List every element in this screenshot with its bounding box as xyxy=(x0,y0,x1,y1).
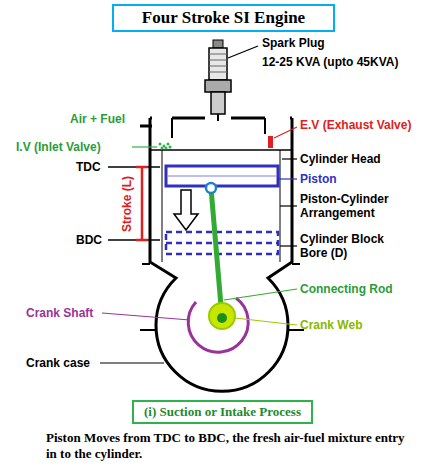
caption-note: Piston Moves from TDC to BDC, the fresh … xyxy=(46,430,406,462)
part-label: Connecting Rod xyxy=(300,282,393,296)
spark-plug xyxy=(209,66,227,67)
crank-web xyxy=(209,303,235,329)
exhaust-valve xyxy=(268,136,273,148)
leader-lines xyxy=(235,318,297,325)
stroke-bracket xyxy=(136,166,148,169)
cylinder-block xyxy=(140,118,304,391)
wrist-pin xyxy=(206,183,216,193)
inlet-valve xyxy=(161,147,164,150)
part-label: Piston-Cylinder Arrangement xyxy=(300,192,412,220)
spark-plug xyxy=(209,60,227,61)
spark-plug xyxy=(209,54,227,55)
spark-plug xyxy=(205,40,231,121)
spark-plug xyxy=(217,114,219,121)
leader-lines xyxy=(100,46,297,363)
spark-plug xyxy=(209,48,227,80)
process-title: (i) Suction or Intake Process xyxy=(134,403,311,421)
dimension-label: Stroke (L) xyxy=(120,176,134,232)
piston-bdc-position xyxy=(166,232,278,254)
part-label: I.V (Inlet Valve) xyxy=(16,140,101,154)
leader-lines xyxy=(280,205,297,206)
spark-plug xyxy=(205,80,231,92)
part-label: Crank case xyxy=(26,356,90,370)
inlet-valve xyxy=(159,143,162,146)
piston-bdc-position xyxy=(166,242,278,245)
inlet-valve xyxy=(167,143,170,146)
position-label: TDC xyxy=(76,160,101,174)
spark-plug xyxy=(213,40,223,48)
leader-lines xyxy=(278,178,297,179)
rating-label: 12-25 KVA (upto 45KVA) xyxy=(262,55,398,69)
connecting-rod xyxy=(211,188,222,318)
stroke-bracket xyxy=(136,167,148,240)
stroke-bracket xyxy=(136,239,148,242)
motion-arrow xyxy=(174,190,198,230)
leader-lines xyxy=(282,158,297,159)
leader-lines xyxy=(102,313,190,320)
dead-centre-lines xyxy=(108,239,160,241)
inlet-pipe xyxy=(140,125,152,128)
inlet-valve xyxy=(159,143,172,150)
spark-plug xyxy=(211,92,225,114)
leader-lines xyxy=(274,127,297,138)
inlet-valve xyxy=(165,147,168,150)
leader-lines xyxy=(280,245,297,246)
part-label: Piston xyxy=(300,172,337,186)
motion-arrow xyxy=(174,190,198,230)
exhaust-valve xyxy=(268,136,273,148)
piston xyxy=(166,166,278,186)
part-label: Spark Plug xyxy=(262,36,325,50)
part-label: Crank Shaft xyxy=(26,306,93,320)
inlet-pipe xyxy=(140,126,152,127)
flow-label: Air + Fuel xyxy=(70,112,125,126)
piston-bdc-position xyxy=(166,232,278,254)
stroke-bracket xyxy=(141,167,144,240)
cylinder-block xyxy=(172,118,265,138)
leader-lines xyxy=(132,146,157,147)
crank-shaft xyxy=(188,298,248,352)
dead-centre-lines xyxy=(108,166,160,168)
title: Four Stroke SI Engine xyxy=(112,4,335,32)
cylinder-block xyxy=(162,150,280,262)
process-box: (i) Suction or Intake Process xyxy=(132,400,313,424)
leader-lines xyxy=(100,362,164,363)
part-label: Crank Web xyxy=(300,318,362,332)
leader-lines xyxy=(224,289,297,300)
part-label: Cylinder Block Bore (D) xyxy=(300,232,406,260)
part-label: Cylinder Head xyxy=(300,152,381,166)
dead-centre-lines xyxy=(108,167,160,240)
crank-web xyxy=(209,303,235,329)
part-label: E.V (Exhaust Valve) xyxy=(300,118,411,132)
piston xyxy=(168,176,276,177)
position-label: BDC xyxy=(76,233,102,247)
inlet-valve xyxy=(169,146,172,149)
crank-web xyxy=(217,313,227,323)
piston xyxy=(166,166,278,186)
leader-lines xyxy=(228,46,258,58)
wrist-pin xyxy=(206,183,216,193)
cylinder-block xyxy=(150,118,292,391)
cylinder-block xyxy=(150,149,292,151)
spark-plug xyxy=(209,72,227,73)
crank-shaft xyxy=(188,298,248,352)
connecting-rod xyxy=(211,188,222,318)
